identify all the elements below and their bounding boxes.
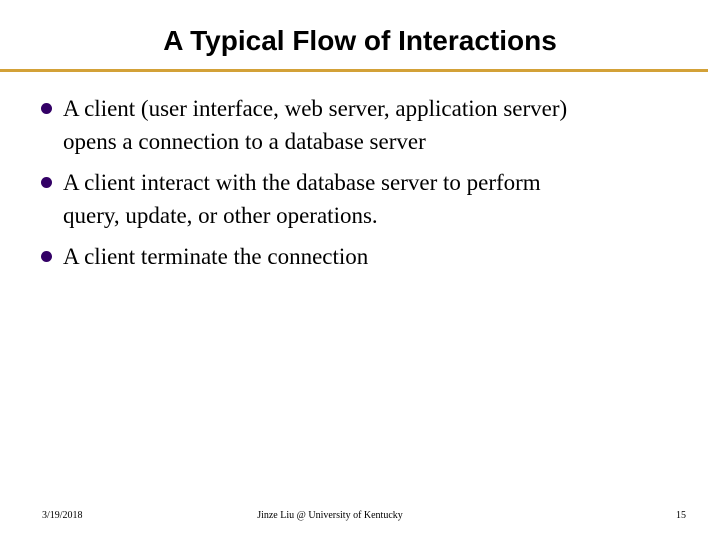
bullet-item-3: A client terminate the connection	[40, 240, 658, 273]
footer-credit: Jinze Liu @ University of Kentucky	[257, 510, 403, 521]
bullet-text-3: A client terminate the connection	[63, 244, 369, 269]
title-divider-line	[0, 69, 708, 72]
bullet-item-1: A client (user interface, web server, ap…	[40, 92, 658, 158]
slide-footer: 3/19/2018 Jinze Liu @ University of Kent…	[0, 510, 720, 530]
bullet-item-2: A client interact with the database serv…	[40, 166, 658, 232]
bullet-icon	[41, 251, 52, 262]
bullet-list: A client (user interface, web server, ap…	[40, 92, 658, 281]
bullet-icon	[41, 177, 52, 188]
bullet-text-2: A client interact with the database serv…	[63, 170, 541, 228]
bullet-icon	[41, 103, 52, 114]
bullet-text-1: A client (user interface, web server, ap…	[63, 96, 568, 154]
footer-date: 3/19/2018	[42, 510, 83, 521]
slide-title: A Typical Flow of Interactions	[163, 25, 557, 56]
footer-page-number: 15	[676, 510, 686, 521]
